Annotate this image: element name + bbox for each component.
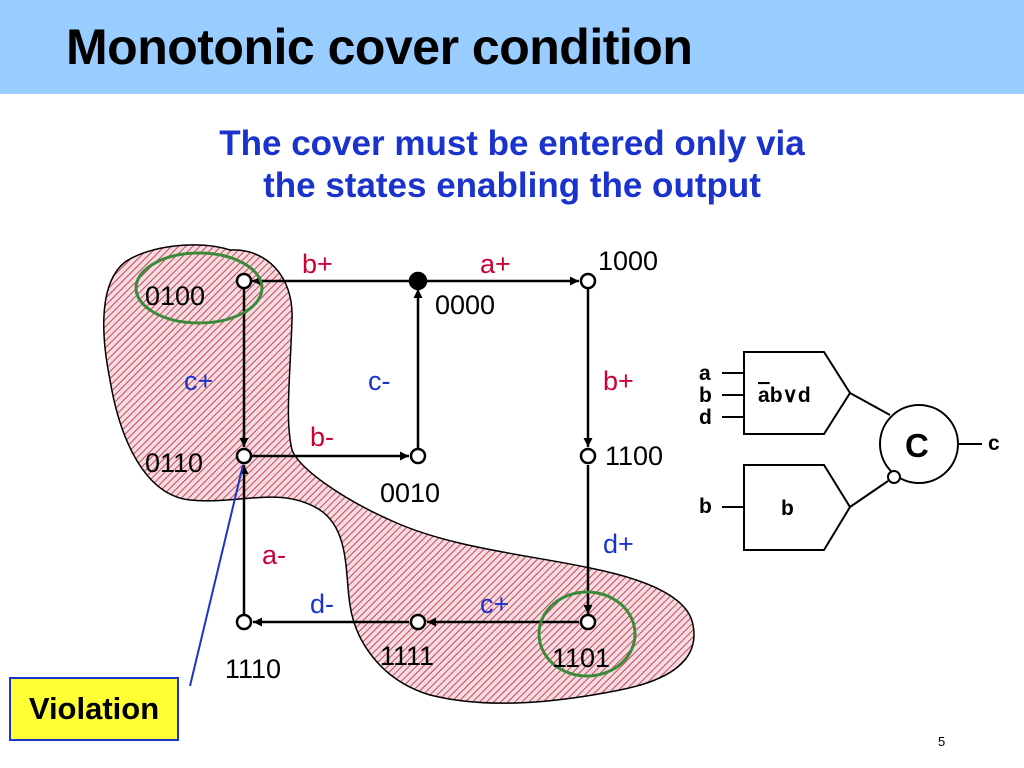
state-node-0110: [235, 447, 253, 465]
gate1-function-label-rest: b∨d: [770, 384, 811, 407]
gate1-input-label-d: d: [699, 406, 712, 429]
gate2-function-label: b: [781, 497, 794, 520]
state-label-0110: 0110: [145, 448, 203, 478]
transition-label-b-plus-top: b+: [302, 249, 333, 279]
state-label-0000: 0000: [435, 290, 495, 320]
state-label-1110: 1110: [225, 654, 281, 684]
transition-label-c-plus-left: c+: [184, 366, 213, 396]
state-nodes: [235, 271, 597, 631]
state-label-1000: 1000: [598, 246, 658, 276]
transition-label-d-minus-bottom: d-: [310, 589, 334, 619]
transition-label-a-minus-left: a-: [262, 540, 286, 570]
violation-label: Violation: [28, 691, 160, 726]
circuit-schematic: [722, 351, 982, 551]
state-node-1110: [235, 613, 253, 631]
state-node-1100: [579, 447, 597, 465]
state-label-0010: 0010: [380, 478, 440, 508]
wire-gate1-to-celement: [849, 392, 891, 416]
header-bar: [0, 0, 1024, 94]
gate1-body: [743, 351, 852, 435]
state-label-1100: 1100: [605, 441, 663, 471]
gate1-input-label-b: b: [699, 384, 712, 407]
circuit-output-label: c: [988, 432, 1000, 455]
state-node-1111: [409, 613, 427, 631]
gate2-input-label: b: [699, 495, 712, 518]
c-element-label: C: [905, 427, 929, 464]
state-label-1101: 1101: [552, 643, 610, 673]
violation-callout: Violation: [9, 677, 179, 741]
gate1-function-label-negated: a: [758, 384, 770, 407]
state-node-0100: [235, 272, 253, 290]
state-node-1101: [579, 613, 597, 631]
highlight-ellipse-1101: [537, 590, 637, 678]
slide-title: Monotonic cover condition: [66, 19, 693, 75]
gate1-input-label-a: a: [699, 362, 711, 385]
subtitle-line-1: The cover must be entered only via: [219, 124, 805, 163]
gate1-function-label: ab∨d: [758, 384, 811, 407]
state-node-0000: [408, 271, 428, 291]
transition-label-c-plus-bottom: c+: [480, 589, 509, 619]
subtitle-line-2: the states enabling the output: [263, 166, 761, 205]
transition-label-b-plus-right: b+: [603, 366, 634, 396]
violation-pointer-line: [189, 464, 244, 687]
transition-label-a-plus-top: a+: [480, 249, 511, 279]
highlight-ellipse-0100: [134, 251, 264, 325]
transition-label-b-minus-mid: b-: [310, 422, 334, 452]
transition-label-d-plus-right: d+: [603, 529, 634, 559]
state-label-1111: 1111: [380, 641, 434, 671]
state-label-0100: 0100: [145, 281, 205, 311]
transition-label-c-minus-mid: c-: [368, 366, 391, 396]
c-element-inversion-bubble: [887, 470, 901, 484]
gate2-body: [743, 464, 852, 551]
state-node-0010: [409, 447, 427, 465]
state-edges: [239, 276, 593, 627]
page-number: 5: [938, 734, 946, 749]
cover-region: [103, 244, 695, 704]
state-node-1000: [579, 272, 597, 290]
wire-gate2-to-celement: [849, 480, 889, 508]
